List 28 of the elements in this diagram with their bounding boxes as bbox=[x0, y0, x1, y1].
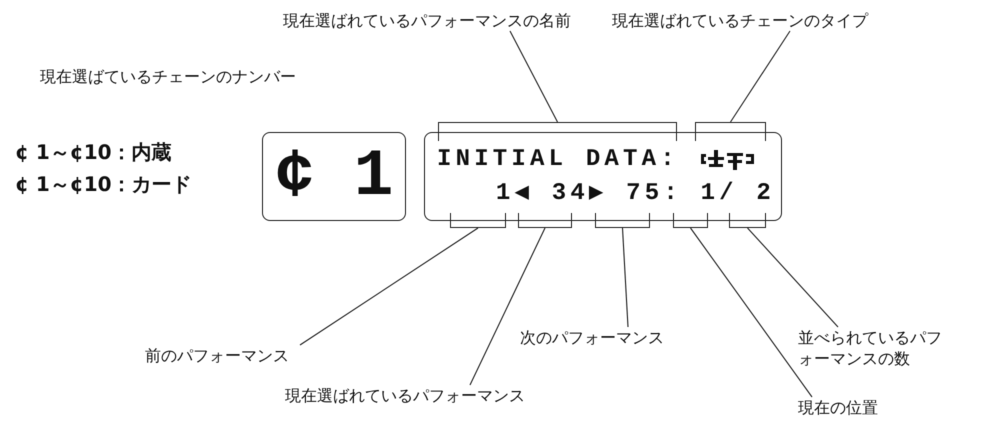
chain-number-display: ¢ 1 bbox=[262, 132, 406, 221]
leader-line bbox=[690, 228, 812, 398]
range-text: ¢ 1～¢10：カード bbox=[15, 172, 192, 196]
leader-line bbox=[622, 228, 629, 328]
callout-text: 並べられているパフォーマンスの数 bbox=[798, 327, 948, 369]
range-text: ¢ 1～¢10：内蔵 bbox=[15, 140, 172, 164]
callout-text: 現在選ばれているパフォーマンスの名前 bbox=[283, 10, 571, 31]
bracket bbox=[518, 213, 572, 228]
display-text: 1◀ 34▶ 75: 1/ 2 bbox=[496, 180, 775, 208]
leader-line bbox=[510, 30, 558, 122]
leader-line bbox=[730, 30, 790, 122]
callout-text: 現在選ばれているパフォーマンス bbox=[285, 385, 525, 406]
heading-text: 現在選ばているチェーンのナンバー bbox=[40, 66, 296, 87]
leader-line bbox=[470, 228, 546, 386]
display-text: INITIAL DATA: bbox=[437, 146, 679, 174]
bracket bbox=[450, 213, 506, 228]
bracket bbox=[438, 122, 677, 141]
callout-text: 現在選ばれているチェーンのタイプ bbox=[612, 10, 868, 31]
bracket bbox=[595, 213, 650, 228]
bracket bbox=[673, 213, 708, 228]
leader-line bbox=[300, 228, 478, 346]
callout-text: 現在の位置 bbox=[798, 397, 878, 418]
callout-text: 次のパフォーマンス bbox=[520, 327, 664, 348]
bracket bbox=[695, 122, 766, 141]
bracket bbox=[729, 213, 766, 228]
lcd-display bbox=[424, 132, 782, 221]
callout-text: 前のパフォーマンス bbox=[145, 345, 289, 366]
leader-line bbox=[747, 228, 838, 328]
